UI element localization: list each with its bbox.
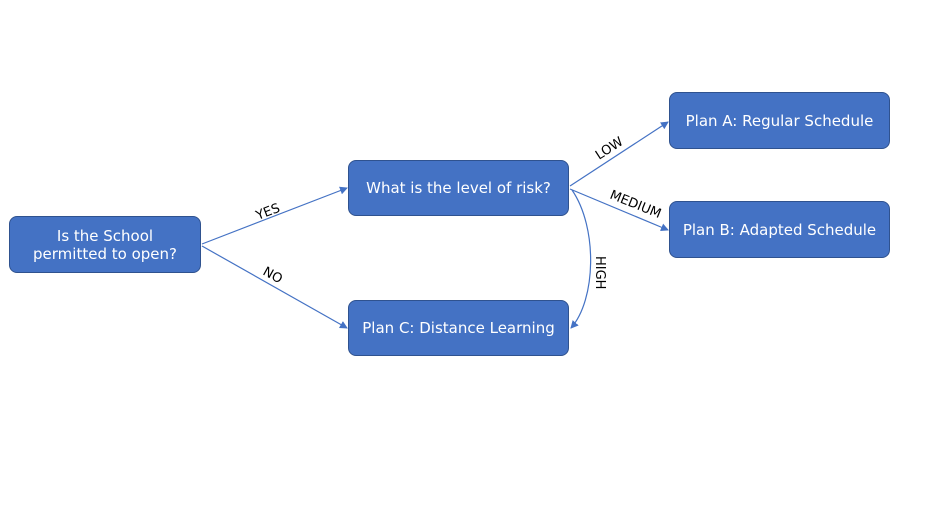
edge-label-low: LOW — [593, 134, 626, 163]
edge-label-high: HIGH — [592, 256, 607, 289]
node-risk-level-label: What is the level of risk? — [366, 179, 551, 197]
edge-label-no: NO — [260, 264, 285, 287]
node-plan-b-label: Plan B: Adapted Schedule — [682, 220, 877, 239]
edge-low — [569, 121, 669, 187]
edge-label-yes: YES — [253, 201, 282, 224]
node-school-permitted-label: Is the School permitted to open? — [33, 226, 177, 263]
node-school-permitted: Is the School permitted to open? — [9, 216, 201, 273]
edge-yes — [201, 186, 348, 245]
node-plan-b: Plan B: Adapted Schedule — [669, 201, 890, 258]
node-plan-c: Plan C: Distance Learning — [348, 300, 569, 356]
node-plan-c-label: Plan C: Distance Learning — [362, 319, 555, 337]
edge-high — [570, 189, 592, 329]
node-plan-a: Plan A: Regular Schedule — [669, 92, 890, 149]
edge-no — [201, 245, 348, 329]
node-plan-a-label: Plan A: Regular Schedule — [685, 111, 874, 130]
node-risk-level: What is the level of risk? — [348, 160, 569, 216]
edge-medium — [569, 188, 669, 231]
